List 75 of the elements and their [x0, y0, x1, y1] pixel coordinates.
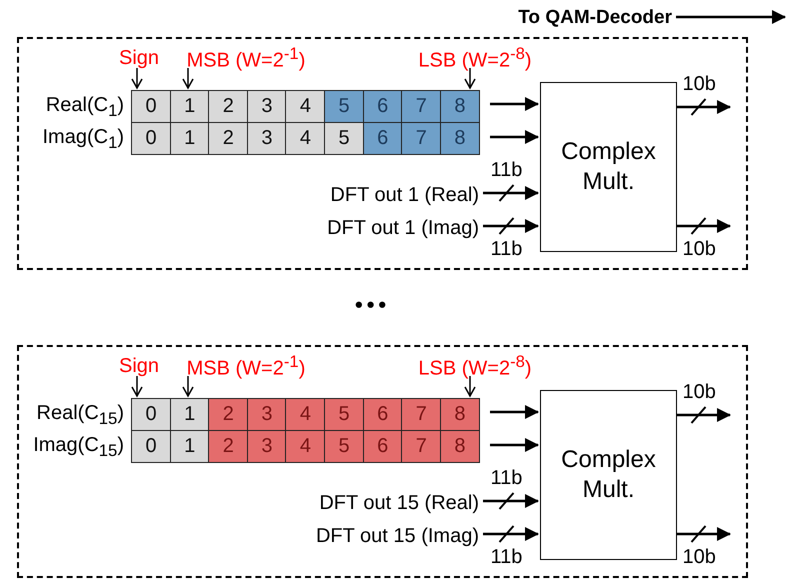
bit-cell: 7: [401, 398, 442, 431]
row-label: Real(C$_{1}$): [46, 94, 124, 121]
ellipsis: •••: [355, 292, 390, 318]
arrow: [483, 186, 539, 200]
input-label: DFT out 1 (Real): [264, 182, 485, 209]
arrow: [675, 100, 731, 114]
bit-cell: 4: [285, 430, 326, 463]
bit-cell: 8: [440, 398, 480, 431]
bit-cell: 5: [324, 430, 364, 463]
arrow: [490, 405, 539, 419]
dashed-panel: [17, 345, 748, 578]
bit-cell: 3: [246, 430, 287, 463]
bit-cell: 1: [170, 398, 210, 431]
arrow: [675, 527, 731, 541]
arrow: [483, 527, 539, 541]
row-label: Imag(C$_{1}$): [42, 126, 124, 153]
bit-cell: 3: [246, 90, 287, 123]
bit-label: MSB (W=2$^{-1}$): [176, 353, 316, 380]
arrow: [131, 68, 143, 89]
bit-cell: 7: [401, 90, 442, 123]
bit-cell: 3: [246, 398, 287, 431]
bit-cell: 5: [324, 398, 364, 431]
dashed-panel: [17, 37, 748, 270]
bit-label: LSB (W=2$^{-8}$): [410, 353, 540, 380]
arrow: [490, 97, 539, 111]
bit-cell: 7: [401, 430, 442, 463]
arrow: [182, 376, 194, 397]
bit-cell: 4: [285, 90, 326, 123]
arrow: [675, 219, 731, 233]
output-label: To QAM-Decoder: [470, 5, 672, 31]
bit-label: MSB (W=2$^{-1}$): [176, 45, 316, 72]
bit-cell: 1: [170, 430, 210, 463]
bit-label: Sign: [112, 45, 166, 72]
arrow: [131, 376, 143, 397]
bit-cell: 0: [131, 398, 172, 431]
arrow: [483, 494, 539, 508]
row-label: Imag(C$_{15}$): [33, 434, 124, 461]
arrow: [182, 68, 194, 89]
input-label: DFT out 15 (Imag): [264, 523, 485, 550]
bit-label: Sign: [112, 353, 166, 380]
arrow: [490, 130, 539, 144]
bit-cell: 4: [285, 122, 326, 155]
bit-cell: 1: [170, 122, 210, 155]
bit-cell: 2: [208, 430, 248, 463]
row-label: Real(C$_{15}$): [36, 402, 124, 429]
bit-cell: 0: [131, 90, 172, 123]
bit-cell: 8: [440, 430, 480, 463]
arrow: [464, 68, 476, 89]
input-label: DFT out 15 (Real): [264, 490, 485, 517]
bit-label: LSB (W=2$^{-8}$): [410, 45, 540, 72]
bit-cell: 2: [208, 90, 248, 123]
bit-cell: 6: [362, 398, 403, 431]
bit-cell: 8: [440, 122, 480, 155]
multiplier-block: Complex Mult.: [540, 82, 677, 252]
input-label: DFT out 1 (Imag): [264, 215, 485, 242]
multiplier-block: Complex Mult.: [540, 390, 677, 560]
bit-cell: 3: [246, 122, 287, 155]
arrow: [676, 10, 786, 24]
bit-cell: 7: [401, 122, 442, 155]
bit-cell: 2: [208, 398, 248, 431]
arrow: [483, 219, 539, 233]
bit-cell: 0: [131, 122, 172, 155]
bit-cell: 6: [362, 122, 403, 155]
arrow: [490, 438, 539, 452]
bit-cell: 2: [208, 122, 248, 155]
bit-cell: 4: [285, 398, 326, 431]
bit-cell: 0: [131, 430, 172, 463]
bit-cell: 6: [362, 430, 403, 463]
arrow: [464, 376, 476, 397]
bit-cell: 5: [324, 90, 364, 123]
arrow: [675, 408, 731, 422]
bit-cell: 1: [170, 90, 210, 123]
bit-cell: 6: [362, 90, 403, 123]
bit-cell: 8: [440, 90, 480, 123]
bit-cell: 5: [324, 122, 364, 155]
